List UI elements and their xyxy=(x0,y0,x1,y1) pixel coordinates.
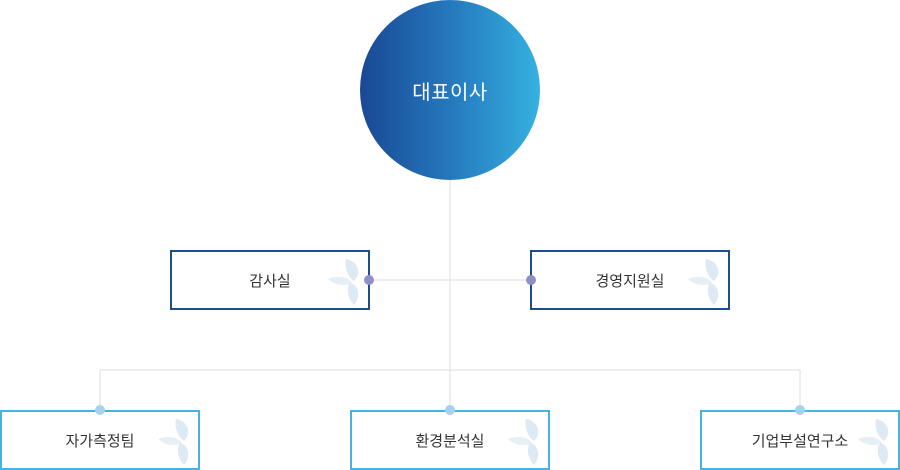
management-support-label: 경영지원실 xyxy=(595,271,665,290)
leaf-icon xyxy=(328,259,359,305)
leaf-icon xyxy=(158,419,189,465)
research-institute-connector-dot xyxy=(795,405,805,415)
self-measurement-connector-dot xyxy=(95,405,105,415)
environment-analysis-box: 환경분석실 xyxy=(350,410,550,470)
self-measurement-team-box: 자가측정팀 xyxy=(0,410,200,470)
ceo-node: 대표이사 xyxy=(360,0,540,180)
environment-analysis-connector-dot xyxy=(445,405,455,415)
audit-office-label: 감사실 xyxy=(249,271,291,290)
audit-office-box: 감사실 xyxy=(170,250,370,310)
management-support-box: 경영지원실 xyxy=(530,250,730,310)
leaf-icon xyxy=(508,419,539,465)
environment-analysis-label: 환경분석실 xyxy=(415,431,485,450)
leaf-icon xyxy=(688,259,719,305)
research-institute-label: 기업부설연구소 xyxy=(751,431,849,450)
research-institute-box: 기업부설연구소 xyxy=(700,410,900,470)
self-measurement-team-label: 자가측정팀 xyxy=(65,431,135,450)
leaf-icon xyxy=(858,419,889,465)
ceo-label: 대표이사 xyxy=(412,79,488,104)
audit-office-connector-dot xyxy=(364,275,374,285)
management-support-connector-dot xyxy=(526,275,536,285)
